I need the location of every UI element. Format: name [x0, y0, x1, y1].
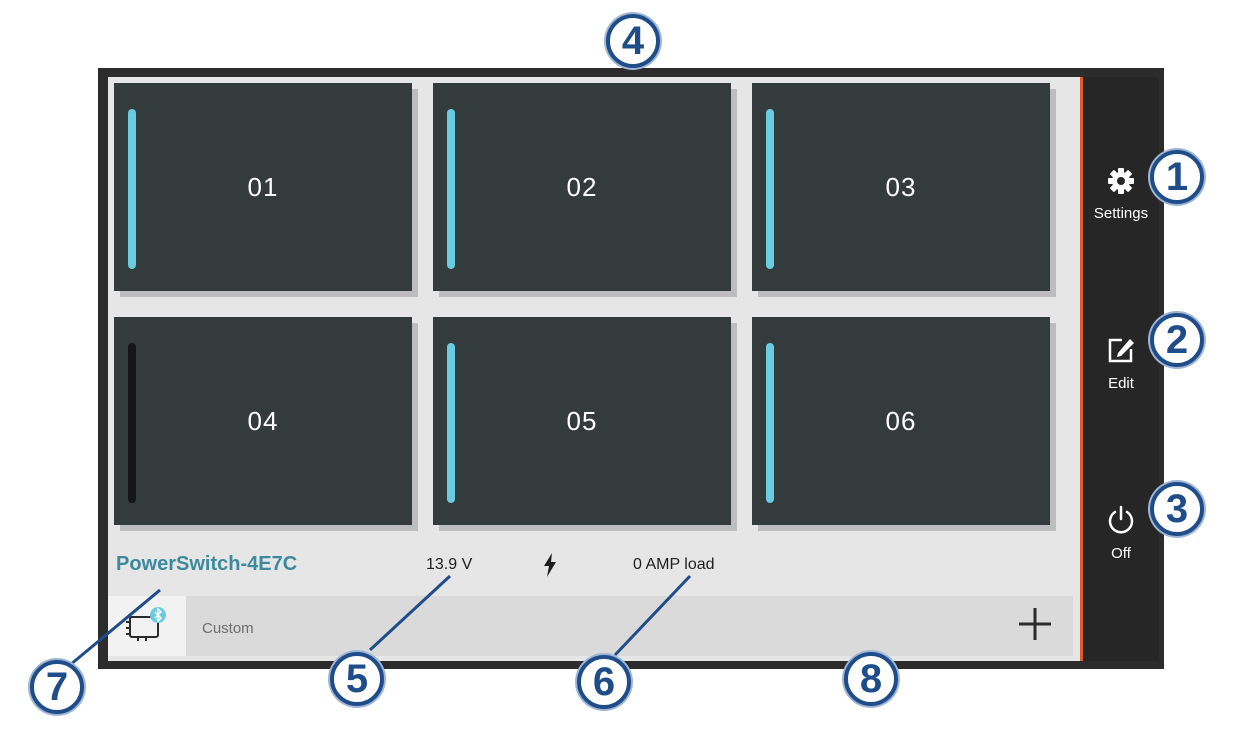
callout-5: 5 [330, 652, 384, 706]
tab-custom[interactable]: Custom [202, 620, 254, 637]
power-off-button[interactable]: Off [1083, 505, 1159, 615]
switch-tile-06[interactable]: 06 [752, 317, 1050, 525]
callout-8: 8 [844, 652, 898, 706]
edit-icon [1083, 335, 1159, 369]
bottom-bar: Custom [108, 596, 1073, 656]
switch-tile-02[interactable]: 02 [433, 83, 731, 291]
plus-icon [1017, 606, 1053, 647]
switch-label: 06 [885, 405, 917, 436]
switch-tile-01[interactable]: 01 [114, 83, 412, 291]
switch-state-indicator [766, 343, 774, 503]
device-select-button[interactable] [108, 596, 186, 656]
add-button[interactable] [1011, 602, 1059, 650]
switch-state-indicator [128, 343, 136, 503]
callout-2: 2 [1150, 313, 1204, 367]
callout-6: 6 [577, 655, 631, 709]
off-label: Off [1111, 545, 1131, 562]
settings-label: Settings [1093, 205, 1149, 222]
voltage-readout: 13.9 V [426, 556, 473, 573]
settings-button[interactable]: Settings [1083, 167, 1159, 277]
switch-label: 02 [566, 171, 598, 202]
panel-edge [1073, 77, 1083, 661]
switch-panel: 01 02 03 04 05 06 PowerSwitch-4E7C 13.9 … [108, 77, 1073, 661]
bluetooth-device-icon [124, 605, 170, 648]
edit-button[interactable]: Edit [1083, 335, 1159, 445]
edit-label: Edit [1108, 375, 1134, 392]
callout-3: 3 [1150, 482, 1204, 536]
switch-state-indicator [128, 109, 136, 269]
switch-tile-04[interactable]: 04 [114, 317, 412, 525]
sidebar: Settings Edit Off [1083, 77, 1159, 661]
power-icon [1083, 505, 1159, 539]
device-name: PowerSwitch-4E7C [116, 553, 298, 575]
load-readout: 0 AMP load [633, 556, 715, 573]
switch-state-indicator [447, 109, 455, 269]
switch-tile-03[interactable]: 03 [752, 83, 1050, 291]
status-row: PowerSwitch-4E7C 13.9 V 0 AMP load [108, 545, 1073, 583]
switch-state-indicator [766, 109, 774, 269]
callout-7: 7 [30, 660, 84, 714]
callout-1: 1 [1150, 150, 1204, 204]
switch-label: 01 [247, 171, 279, 202]
switch-label: 04 [247, 405, 279, 436]
switch-tile-05[interactable]: 05 [433, 317, 731, 525]
switch-label: 05 [566, 405, 598, 436]
callout-4: 4 [606, 14, 660, 68]
switch-label: 03 [885, 171, 917, 202]
gear-icon [1083, 167, 1159, 199]
lightning-bolt-icon [542, 553, 558, 582]
switch-state-indicator [447, 343, 455, 503]
